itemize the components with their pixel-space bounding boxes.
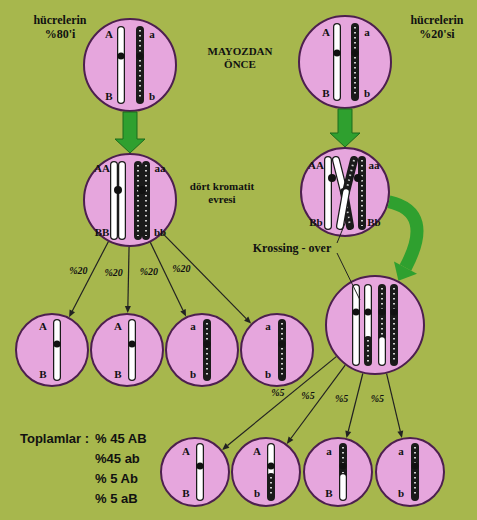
- total-line: %45 ab: [95, 452, 140, 465]
- edge-label: %5: [301, 390, 314, 401]
- allele-letter: aa: [369, 160, 380, 171]
- connector-line: [128, 247, 129, 306]
- edge-label: %5: [371, 393, 384, 404]
- cell-circle: AB: [90, 313, 164, 387]
- arrow-head: [222, 443, 229, 450]
- allele-letter: B: [322, 88, 329, 99]
- cell-heading: Krossing - over: [242, 241, 342, 255]
- allele-letter: Bb: [309, 217, 322, 228]
- total-line: % 5 Ab: [95, 472, 138, 485]
- allele-letter: A: [253, 446, 261, 457]
- arrow-head: [244, 317, 251, 324]
- edge-label: %20: [140, 265, 158, 276]
- arrow-head: [69, 310, 75, 318]
- arrow-head: [394, 262, 417, 281]
- cell-circle: ab: [375, 437, 445, 507]
- allele-letter: a: [364, 27, 370, 38]
- cell-circle: AB: [15, 313, 89, 387]
- allele-letter: B: [325, 488, 332, 499]
- connector-line: [150, 242, 183, 310]
- allele-letter: a: [190, 321, 196, 332]
- allele-letter: b: [190, 369, 196, 380]
- allele-letter: A: [39, 321, 47, 332]
- connector: [387, 374, 404, 438]
- arrow-head: [287, 437, 294, 444]
- allele-letter: b: [254, 488, 260, 499]
- cell-circle: ab: [240, 313, 314, 387]
- allele-letter: B: [105, 91, 112, 102]
- connector-line: [72, 242, 108, 311]
- connector-line: [163, 234, 246, 319]
- connector: [163, 234, 251, 324]
- edge-label: %5: [335, 393, 348, 404]
- edge-label: %20: [104, 267, 122, 278]
- cell-circle: AB: [160, 437, 230, 507]
- connector-line: [387, 374, 401, 432]
- connector: [150, 242, 186, 316]
- allele-letter: a: [398, 446, 404, 457]
- allele-letter: Bb: [367, 217, 380, 228]
- stage-label: dört kromatit evresi: [182, 180, 262, 206]
- cell-heading: hücrelerin %20'si: [404, 13, 470, 42]
- cell-circle: AA aaBb Bb: [300, 147, 390, 237]
- allele-letter: b: [364, 88, 370, 99]
- arrow-head: [180, 309, 186, 317]
- stage-label: MAYOZDAN ÖNCE: [195, 45, 285, 71]
- allele-letter: AA: [308, 160, 324, 171]
- connector: [389, 202, 417, 281]
- cell-circle: Krossing - over: [325, 275, 425, 375]
- allele-letter: A: [322, 27, 330, 38]
- connector: [125, 247, 131, 313]
- allele-letter: B: [182, 488, 189, 499]
- allele-letter: a: [265, 321, 271, 332]
- connector: [345, 373, 362, 438]
- allele-letter: B: [39, 369, 46, 380]
- allele-letter: b: [149, 91, 155, 102]
- allele-letter: a: [326, 446, 332, 457]
- arrow-head: [125, 306, 131, 313]
- cell-circle: Ab: [231, 437, 301, 507]
- allele-letter: A: [105, 29, 113, 40]
- arrow-head: [345, 431, 351, 439]
- allele-letter: A: [182, 446, 190, 457]
- total-line: Toplamlar :: [20, 432, 89, 445]
- allele-letter: b: [398, 488, 404, 499]
- connector: [330, 109, 360, 147]
- connector-line: [348, 373, 363, 431]
- cell-circle: hücrelerin %20'siABab: [298, 15, 392, 109]
- allele-letter: AA: [94, 163, 110, 174]
- allele-letter: B: [114, 369, 121, 380]
- edge-label: %20: [172, 262, 190, 273]
- edge-label: %5: [271, 387, 284, 398]
- allele-letter: b: [265, 369, 271, 380]
- total-line: % 45 AB: [95, 432, 147, 445]
- allele-letter: bb: [154, 227, 166, 238]
- allele-letter: aa: [155, 163, 166, 174]
- cell-circle: hücrelerin %80'iABab: [83, 18, 177, 112]
- cell-circle: aB: [303, 437, 373, 507]
- block-arrow: [115, 112, 145, 153]
- allele-letter: a: [149, 29, 155, 40]
- cell-heading: hücrelerin %80'i: [28, 13, 92, 42]
- allele-letter: A: [114, 321, 122, 332]
- cell-circle: AA aaBB bb: [83, 153, 177, 247]
- cell-circle: ab: [165, 313, 239, 387]
- block-arrow: [330, 109, 360, 147]
- total-line: % 5 aB: [95, 492, 138, 505]
- curved-arrow: [389, 202, 417, 268]
- connector: [69, 242, 108, 318]
- edge-label: %20: [69, 265, 87, 276]
- allele-letter: BB: [95, 227, 110, 238]
- connector: [115, 112, 145, 153]
